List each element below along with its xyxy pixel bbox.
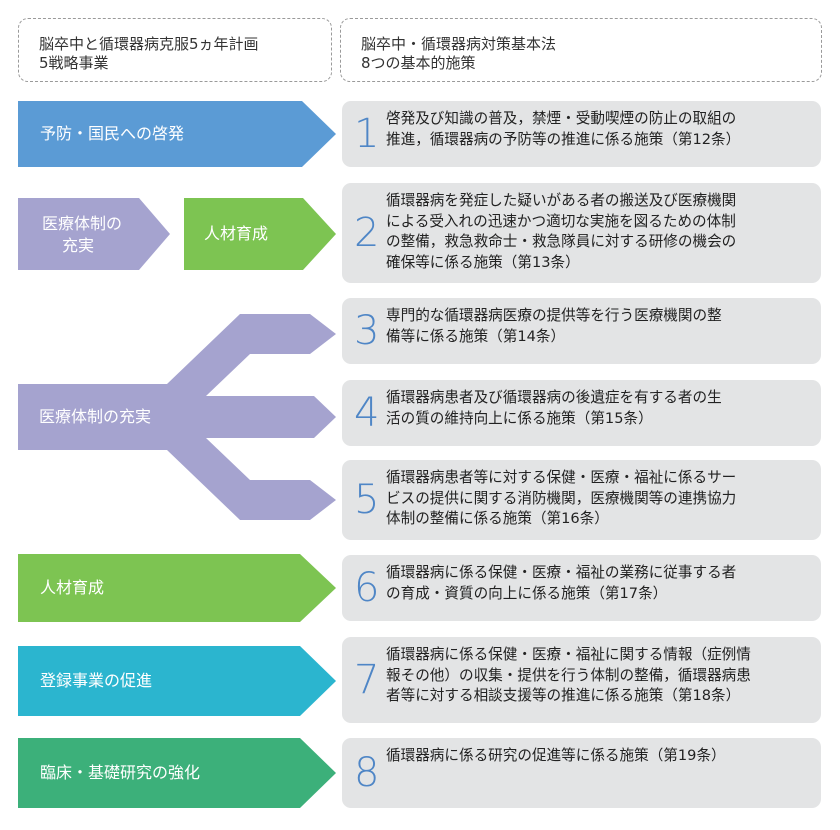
measure-3: 3 専門的な循環器病医療の提供等を行う医療機関の整 備等に係る施策（第14条） [342,298,821,364]
strategy-arrow-medical-system-small-shape [18,198,170,270]
strategy-arrow-human-resources-small: 人材育成 [184,198,336,270]
measure-text: 啓発及び知識の普及，禁煙・受動喫煙の防止の取組の 推進，循環器病の予防等の推進に… [386,109,813,150]
arrow-shape [18,554,336,622]
branch-shape [18,314,336,520]
measure-line: 報その他）の収集・提供を行う体制の整備，循環器病患 [386,666,751,684]
measure-text: 循環器病を発症した疑いがある者の搬送及び医療機関 による受入れの迅速かつ適切な実… [386,191,813,273]
measure-text: 循環器病患者等に対する保健・医療・福祉に係るサー ビスの提供に関する消防機関，医… [386,468,813,530]
strategy-arrow-medical-system-small: 医療体制の 充実 [18,198,170,270]
strategy-label-medical-system-line2: 充実 [62,236,95,255]
measure-line: による受入れの迅速かつ適切な実施を図るための体制 [386,212,736,230]
measure-text: 循環器病に係る保健・医療・福祉の業務に従事する者 の育成・資質の向上に係る施策（… [386,563,813,604]
measure-line: 啓発及び知識の普及，禁煙・受動喫煙の防止の取組の [386,110,737,127]
strategy-arrow-medical-system-branching: 医療体制の充実 [18,300,338,540]
measure-number: 3 [354,308,380,354]
measure-line: 循環器病患者及び循環器病の後遺症を有する者の生 [386,389,722,406]
header-left-line2: 5戦略事業 [39,54,109,72]
header-right-line1: 脳卒中・循環器病対策基本法 [361,35,557,53]
measure-4: 4 循環器病患者及び循環器病の後遺症を有する者の生 活の質の維持向上に係る施策（… [342,380,821,446]
measure-line: 専門的な循環器病医療の提供等を行う医療機関の整 [386,307,722,324]
strategy-label-research: 臨床・基礎研究の強化 [40,763,201,782]
measure-line: 者等に対する相談支援等の推進に係る施策（第18条） [386,687,741,704]
header-five-strategies: 脳卒中と循環器病克服5ヵ年計画 5戦略事業 [18,18,332,82]
measure-line: 循環器病を発症した疑いがある者の搬送及び医療機関 [386,192,737,209]
measure-7: 7 循環器病に係る保健・医療・福祉に関する情報（症例情 報その他）の収集・提供を… [342,637,821,723]
strategy-arrow-research: 臨床・基礎研究の強化 [18,738,336,808]
measure-line: 推進，循環器病の予防等の推進に係る施策（第12条） [386,130,741,148]
strategy-label-registry: 登録事業の促進 [40,671,153,690]
arrow-shape [18,101,336,167]
header-eight-measures: 脳卒中・循環器病対策基本法 8つの基本的施策 [340,18,822,82]
measure-number: 1 [354,111,380,157]
measure-line: 循環器病患者等に対する保健・医療・福祉に係るサー [386,469,737,486]
arrow-shape [18,198,170,270]
measure-text: 循環器病に係る研究の促進等に係る施策（第19条） [386,746,813,767]
strategy-arrow-human-resources-shape [18,554,336,622]
measure-5: 5 循環器病患者等に対する保健・医療・福祉に係るサー ビスの提供に関する消防機関… [342,460,821,540]
measure-line: 備等に係る施策（第14条） [386,327,566,345]
strategy-label-human-resources: 人材育成 [40,578,105,597]
strategy-arrow-medical-system-branching-shape [18,314,336,520]
measure-line: ビスの提供に関する消防機関，医療機関等の連携協力 [386,489,737,507]
measure-line: 循環器病に係る保健・医療・福祉に関する情報（症例情 [386,646,751,663]
measure-2: 2 循環器病を発症した疑いがある者の搬送及び医療機関 による受入れの迅速かつ適切… [342,183,821,283]
measure-8: 8 循環器病に係る研究の促進等に係る施策（第19条） [342,738,821,808]
measure-number: 5 [354,477,380,523]
measure-line: 確保等に係る施策（第13条） [386,253,580,271]
measure-6: 6 循環器病に係る保健・医療・福祉の業務に従事する者 の育成・資質の向上に係る施… [342,555,821,621]
measure-number: 7 [354,657,380,703]
measure-text: 循環器病に係る保健・医療・福祉に関する情報（症例情 報その他）の収集・提供を行う… [386,645,813,707]
measure-text: 循環器病患者及び循環器病の後遺症を有する者の生 活の質の維持向上に係る施策（第1… [386,388,813,429]
measure-line: 体制の整備に係る施策（第16条） [386,510,609,527]
measure-text: 専門的な循環器病医療の提供等を行う医療機関の整 備等に係る施策（第14条） [386,306,813,347]
measure-1: 1 啓発及び知識の普及，禁煙・受動喫煙の防止の取組の 推進，循環器病の予防等の推… [342,101,821,167]
strategy-label-medical-system-line1: 医療体制の [42,214,123,233]
header-left-line1: 脳卒中と循環器病克服5ヵ年計画 [39,35,259,53]
measure-line: の育成・資質の向上に係る施策（第17条） [386,584,668,602]
strategy-arrow-research-shape [18,738,336,808]
measure-line: 循環器病に係る保健・医療・福祉の業務に従事する者 [386,564,737,581]
measure-number: 4 [354,390,380,436]
strategy-arrow-prevention: 予防・国民への啓発 [18,101,336,167]
strategy-arrow-human-resources-small-shape [184,198,336,270]
strategy-arrow-registry: 登録事業の促進 [18,646,336,716]
measure-number: 6 [354,565,380,611]
strategy-arrow-prevention-shape [18,101,336,167]
measure-number: 2 [354,210,380,256]
measure-line: 循環器病に係る研究の促進等に係る施策（第19条） [386,747,726,764]
measure-number: 8 [354,750,380,796]
strategy-arrow-human-resources: 人材育成 [18,554,336,622]
strategy-label-human-resources-small: 人材育成 [204,224,269,243]
arrow-shape [184,198,336,270]
arrow-shape [18,646,336,716]
measure-line: の整備，救急救命士・救急隊員に対する研修の機会の [386,233,737,250]
arrow-shape [18,738,336,808]
header-right-line2: 8つの基本的施策 [361,54,476,72]
strategy-arrow-registry-shape [18,646,336,716]
strategy-label-medical-system: 医療体制の充実 [39,407,152,426]
strategy-label-prevention: 予防・国民への啓発 [40,124,185,143]
measure-line: 活の質の維持向上に係る施策（第15条） [386,409,653,427]
